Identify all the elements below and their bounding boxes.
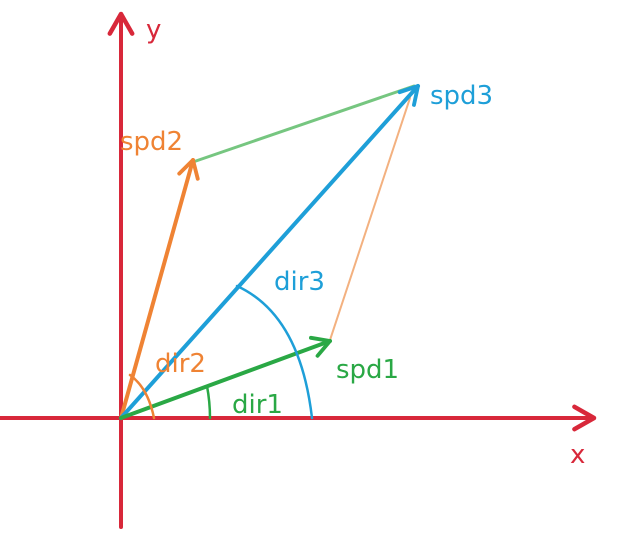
vector-spd2: [119, 158, 200, 420]
spd1-label: spd1: [336, 355, 399, 385]
dir3-label: dir3: [274, 267, 325, 297]
construction-line-spd1-to-spd3: [329, 97, 411, 341]
spd2-label: spd2: [120, 127, 183, 157]
angle-arc-dir2: [128, 373, 156, 420]
x-axis-label: x: [570, 440, 585, 470]
y-axis-label: y: [146, 15, 161, 45]
angle-arc-dir1: [205, 384, 212, 420]
vector-spd3: [119, 84, 420, 420]
dir1-label: dir1: [232, 390, 283, 420]
spd3-label: spd3: [430, 81, 493, 111]
dir2-label: dir2: [155, 349, 206, 379]
vector-spd1: [119, 335, 332, 420]
construction-line-spd2-to-spd3: [191, 84, 416, 164]
angle-arc-dir3: [235, 284, 314, 420]
